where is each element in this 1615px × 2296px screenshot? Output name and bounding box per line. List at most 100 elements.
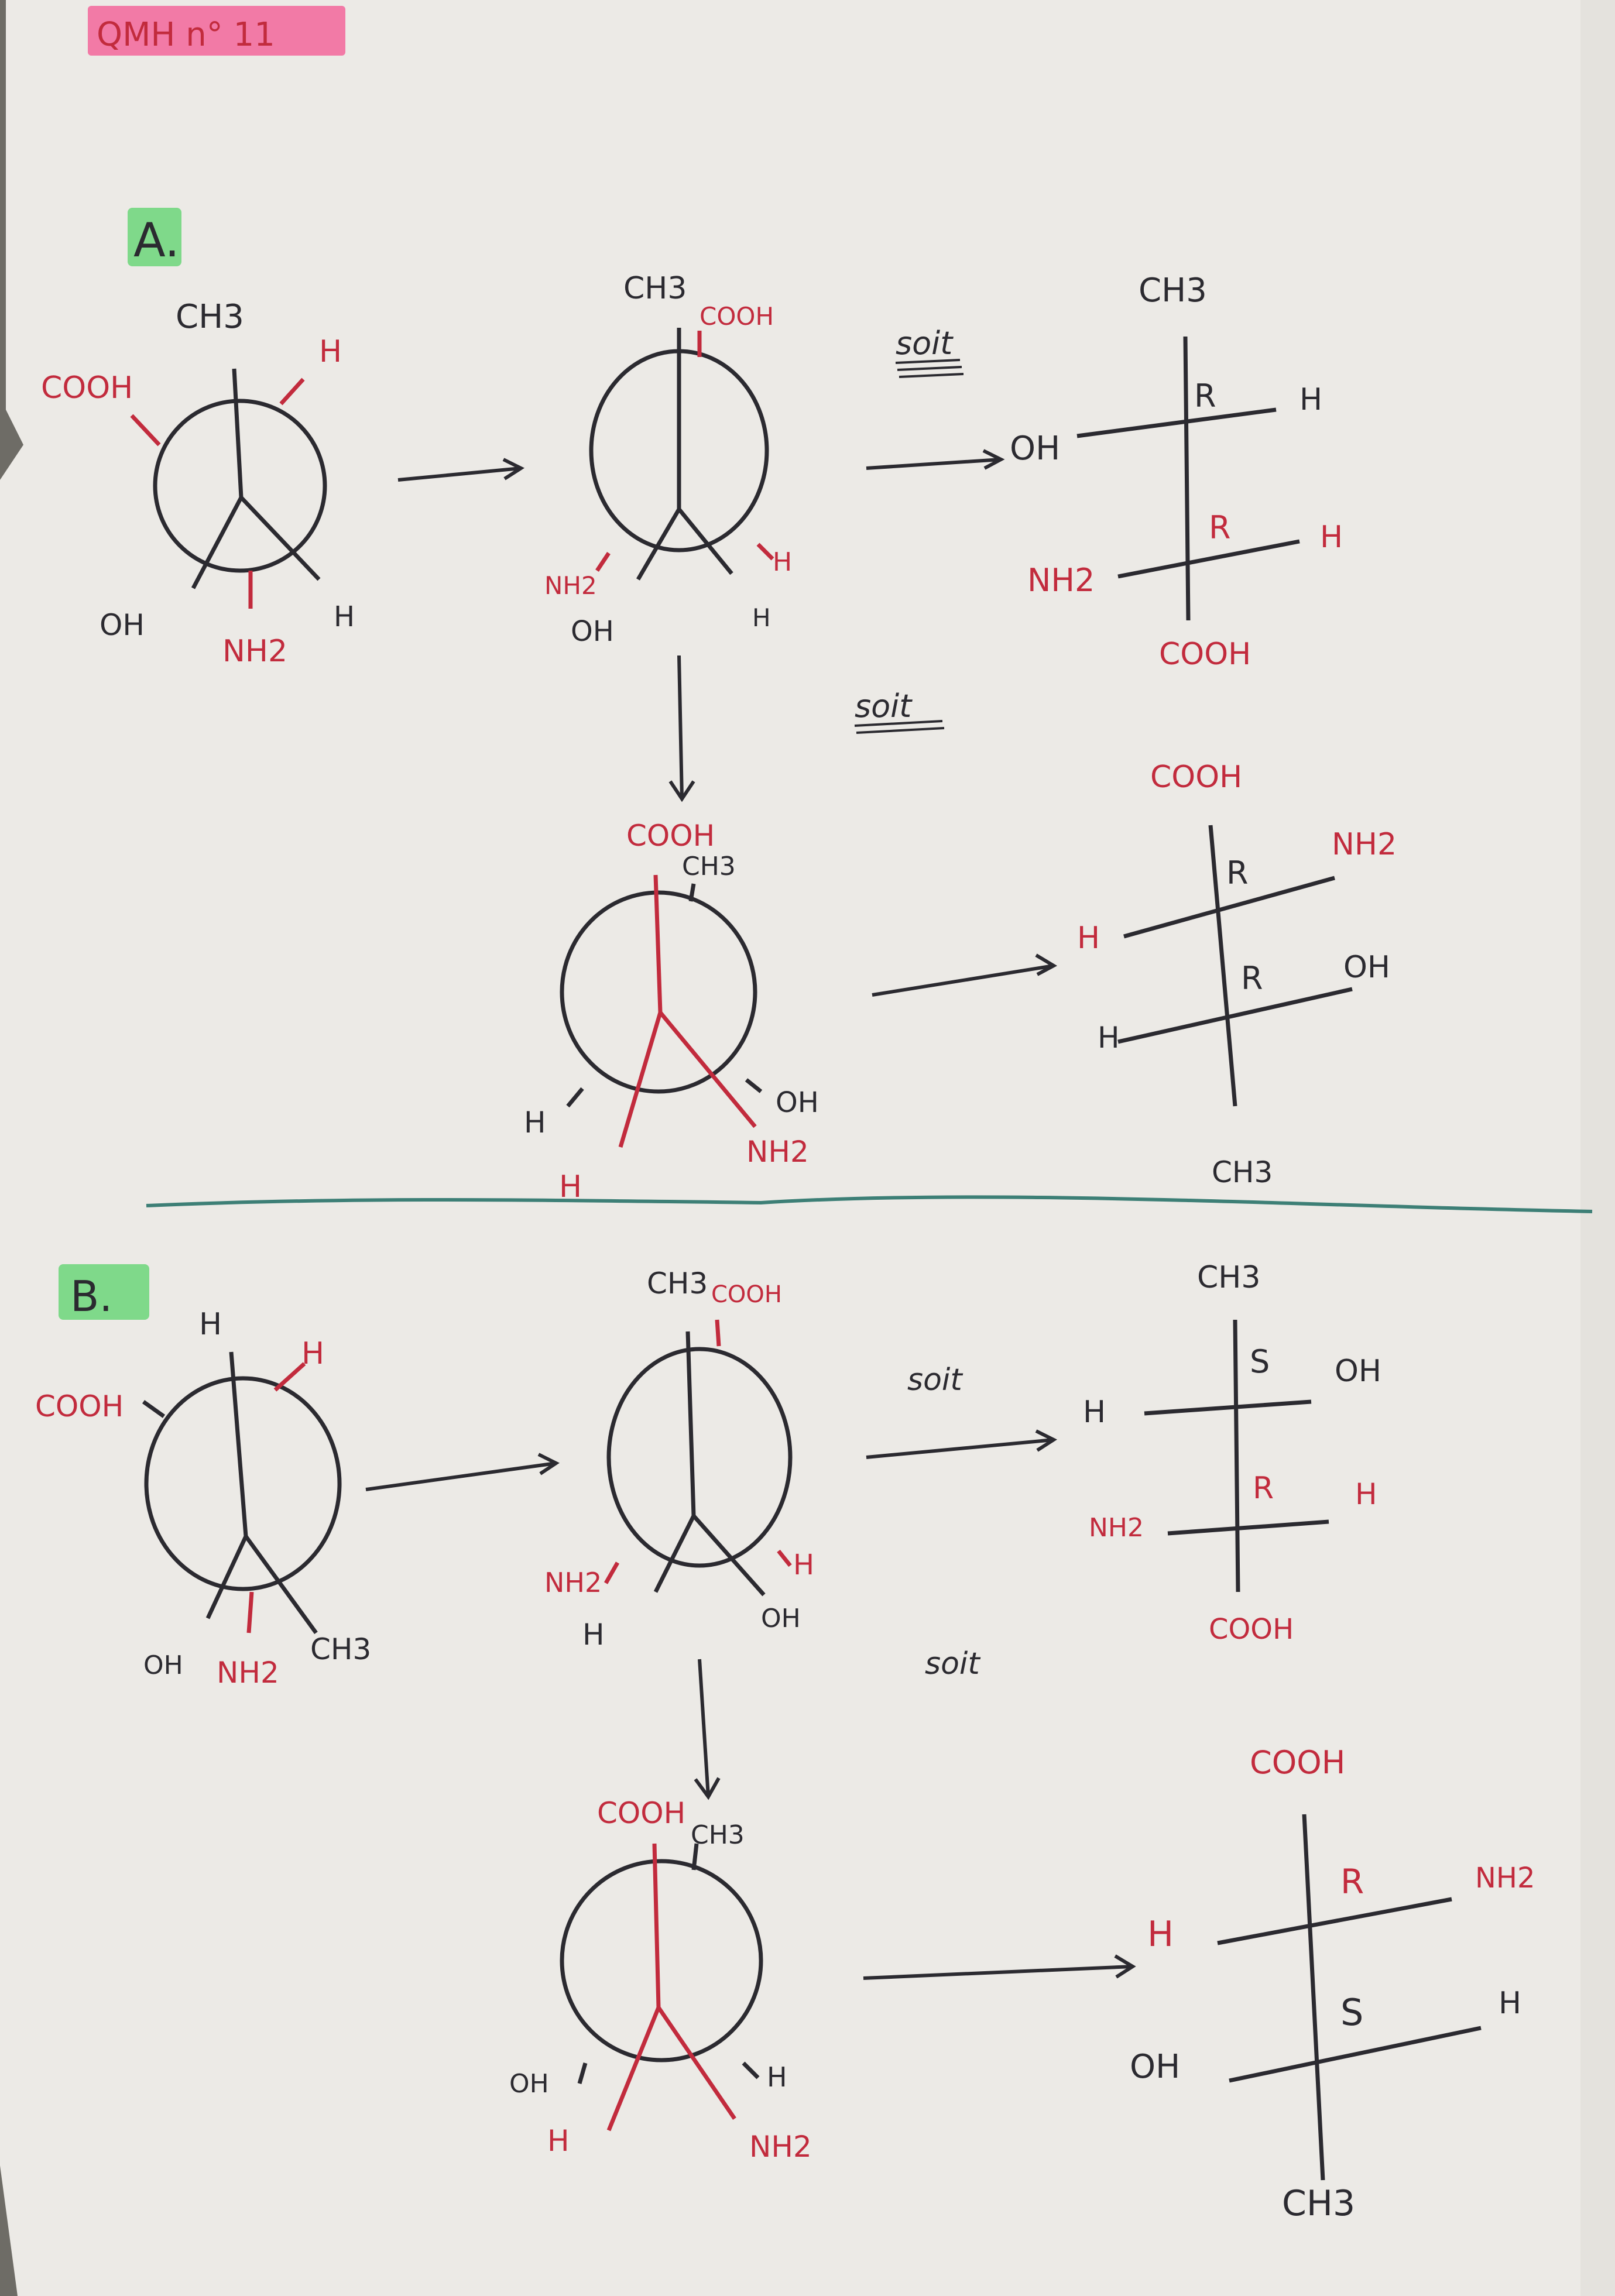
fischer-b1-right2: H — [1355, 1477, 1377, 1511]
soit-label-b2: soit — [925, 1646, 980, 1681]
newman-b3 — [560, 1843, 763, 2132]
newman-a1-lower-right: H — [334, 600, 355, 633]
arrow-a2-to-fischer-a1 — [866, 449, 1005, 470]
newman-a2-lower-left-back: NH2 — [544, 571, 597, 600]
arrow-b3-to-fischer-b2 — [863, 1954, 1136, 1980]
newman-b2-lower-left-back: NH2 — [544, 1567, 602, 1598]
fischer-b1-c2: R — [1253, 1471, 1274, 1506]
newman-a3-top-back: CH3 — [682, 852, 736, 881]
newman-a1-lower-left: OH — [100, 608, 145, 642]
soit-underline-a1 — [895, 359, 964, 378]
fischer-a2-top: COOH — [1150, 760, 1242, 795]
newman-a1-upper-left: COOH — [41, 370, 133, 406]
fischer-a1-right1: H — [1299, 382, 1322, 417]
fischer-b2-c2: S — [1340, 1991, 1363, 2034]
soit-label-b1: soit — [907, 1363, 963, 1398]
newman-b3-lower-right-back: H — [767, 2061, 787, 2093]
fischer-a1-c2: R — [1209, 509, 1231, 546]
section-a-highlight — [128, 208, 181, 266]
newman-b1-top: H — [199, 1307, 222, 1342]
newman-b1-bottom: NH2 — [217, 1656, 279, 1690]
fischer-a1-c1: R — [1194, 377, 1216, 414]
fischer-a2-left2: H — [1098, 1021, 1120, 1055]
soit-label-a2: soit — [855, 688, 913, 725]
newman-a3-lower-right-back: OH — [776, 1086, 819, 1119]
fischer-b1-left2: NH2 — [1089, 1513, 1144, 1543]
newman-a1-upper-right: H — [319, 334, 342, 369]
newman-a1-bottom: NH2 — [222, 634, 287, 669]
soit-label-a1: soit — [896, 325, 954, 362]
arrow-b2-to-b3 — [694, 1659, 721, 1800]
fischer-a1-left1: OH — [1010, 430, 1060, 468]
fischer-a1-top: CH3 — [1139, 272, 1207, 310]
page-title: QMH n° 11 — [97, 16, 275, 54]
newman-b1-upper-left: COOH — [35, 1389, 124, 1423]
newman-b1 — [142, 1351, 342, 1635]
paper-shadow-right — [1580, 0, 1615, 2296]
newman-b2-lower-right-back: H — [793, 1549, 814, 1581]
newman-a3-lower-left-back: H — [524, 1106, 546, 1140]
newman-a3 — [560, 874, 763, 1148]
fischer-b2-top: COOH — [1250, 1744, 1345, 1781]
section-divider — [146, 1195, 1593, 1213]
fischer-b2-right1: NH2 — [1475, 1862, 1535, 1895]
arrow-b1-to-b2 — [365, 1453, 560, 1491]
newman-b3-lower-left-back: OH — [509, 2069, 549, 2099]
fischer-b1-c1: S — [1250, 1343, 1270, 1380]
section-b-highlight — [59, 1264, 149, 1320]
newman-a3-lower-left-front: H — [559, 1169, 582, 1204]
fischer-a1-bottom: COOH — [1159, 637, 1251, 672]
fischer-a2-right1: NH2 — [1332, 827, 1397, 862]
newman-a3-lower-right-front: NH2 — [746, 1135, 809, 1169]
newman-a1-top: CH3 — [176, 298, 244, 336]
newman-a2-lower-left-front: OH — [571, 615, 614, 648]
newman-a2-lower-right-back: H — [773, 547, 792, 577]
fischer-a2-left1: H — [1077, 921, 1100, 956]
fischer-b2-bottom: CH3 — [1282, 2183, 1355, 2224]
fischer-a1-right2: H — [1320, 520, 1343, 555]
newman-b2-lower-right-front: OH — [761, 1604, 801, 1633]
soit-underline-a2 — [854, 720, 945, 734]
fischer-b2 — [1217, 1814, 1482, 2181]
newman-a2-top-front: CH3 — [623, 271, 687, 306]
arrow-a2-to-a3 — [668, 655, 695, 802]
newman-b1-upper-right: H — [301, 1336, 324, 1371]
newman-a1 — [130, 368, 327, 609]
newman-a2-top-back: COOH — [700, 302, 774, 331]
fischer-b2-right2: H — [1499, 1986, 1521, 2021]
fischer-a1 — [1076, 336, 1300, 621]
newman-b2-top-front: CH3 — [647, 1267, 708, 1300]
fischer-b1-bottom: COOH — [1209, 1613, 1294, 1646]
fischer-b1 — [1144, 1319, 1329, 1593]
newman-b3-top-back: CH3 — [691, 1820, 745, 1850]
fischer-a2-c1: R — [1226, 854, 1249, 891]
fischer-a1-left2: NH2 — [1027, 562, 1095, 599]
fischer-a2-bottom: CH3 — [1212, 1155, 1273, 1189]
section-a-label: A. — [133, 213, 180, 267]
newman-b3-lower-left-front: H — [547, 2124, 570, 2158]
arrow-a3-to-fischer-a2 — [872, 953, 1058, 997]
newman-b3-top-front: COOH — [597, 1796, 685, 1830]
fischer-a2-c2: R — [1241, 960, 1263, 997]
fischer-a2-right2: OH — [1343, 950, 1390, 985]
fischer-a2 — [1117, 825, 1353, 1107]
newman-b3-lower-right-front: NH2 — [749, 2130, 812, 2164]
newman-b1-lower-left: OH — [143, 1650, 183, 1680]
fischer-b1-left1: H — [1083, 1395, 1106, 1430]
newman-b2-top-back: COOH — [711, 1281, 782, 1308]
newman-b2-lower-left-front: H — [582, 1618, 605, 1652]
fischer-b1-top: CH3 — [1197, 1260, 1261, 1295]
fischer-b2-left1: H — [1147, 1914, 1174, 1955]
fischer-b2-left2: OH — [1130, 2048, 1180, 2086]
fischer-b2-c1: R — [1340, 1862, 1364, 1902]
newman-a2 — [589, 328, 774, 581]
newman-b1-lower-right: CH3 — [310, 1632, 371, 1666]
newman-a3-top-front: COOH — [626, 819, 715, 853]
section-b-label: B. — [70, 1272, 112, 1321]
newman-b2 — [604, 1319, 793, 1597]
fischer-b1-right1: OH — [1335, 1354, 1381, 1389]
arrow-b2-to-fischer-b1 — [866, 1429, 1058, 1459]
newman-a2-lower-right-front: H — [752, 603, 771, 632]
